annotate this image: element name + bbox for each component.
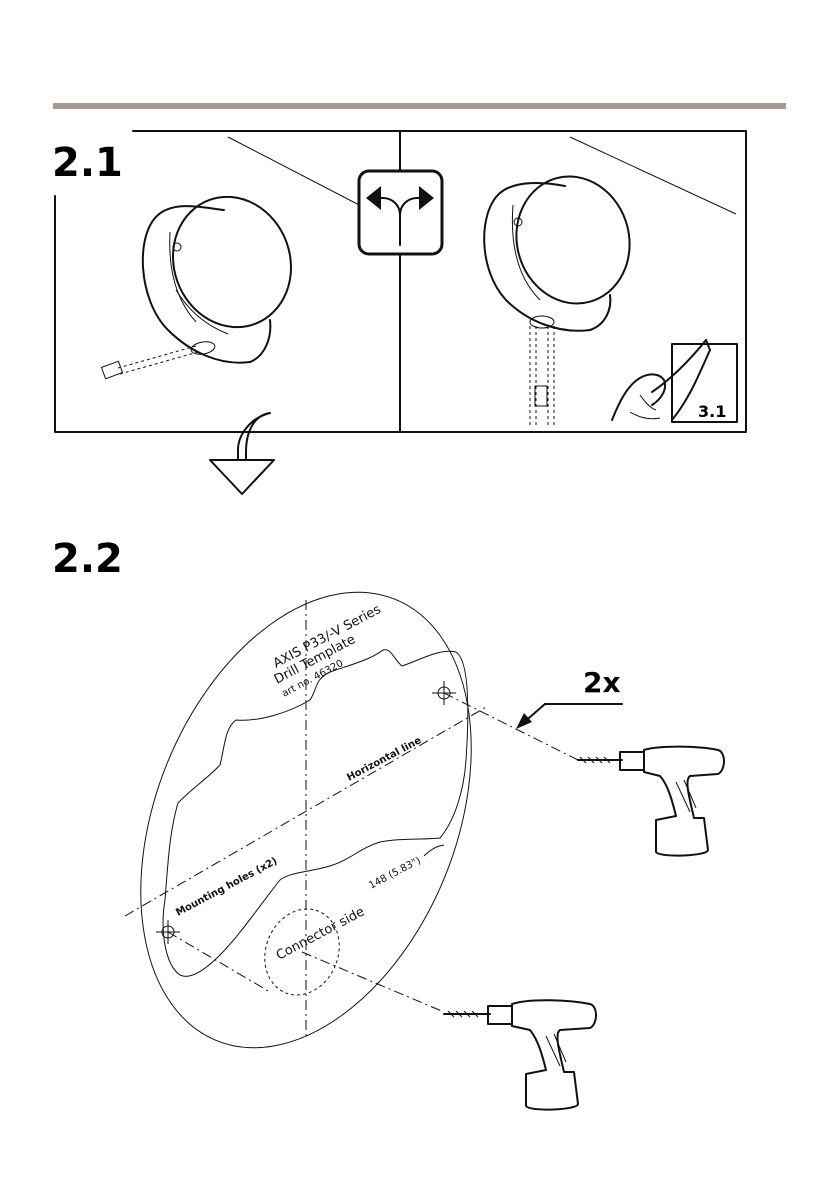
drill-icon — [578, 747, 724, 856]
drill-icon — [444, 1000, 596, 1109]
connector-side-label: Connector side — [274, 904, 367, 963]
branch-arrows-icon — [359, 171, 442, 254]
camera-bottom-cable-exit — [484, 164, 643, 428]
proceed-down-arrow — [210, 413, 274, 494]
step-2-1-panel: 3.1 — [55, 131, 746, 432]
mounting-holes-label: Mounting holes (x2) — [174, 856, 279, 919]
camera-side-cable-exit — [101, 180, 309, 379]
reference-label: 3.1 — [698, 402, 726, 421]
dimension-label: 148 (5.83") — [367, 855, 423, 891]
go-to-step-3-1-reference: 3.1 — [612, 340, 737, 422]
step-2-2-label: 2.2 — [52, 536, 123, 582]
horizontal-line-label: Horizontal line — [345, 735, 423, 784]
quantity-label: 2x — [583, 666, 621, 699]
header-rule — [53, 103, 786, 109]
step-2-1-label: 2.1 — [52, 140, 123, 186]
quantity-callout: 2x — [516, 666, 622, 729]
